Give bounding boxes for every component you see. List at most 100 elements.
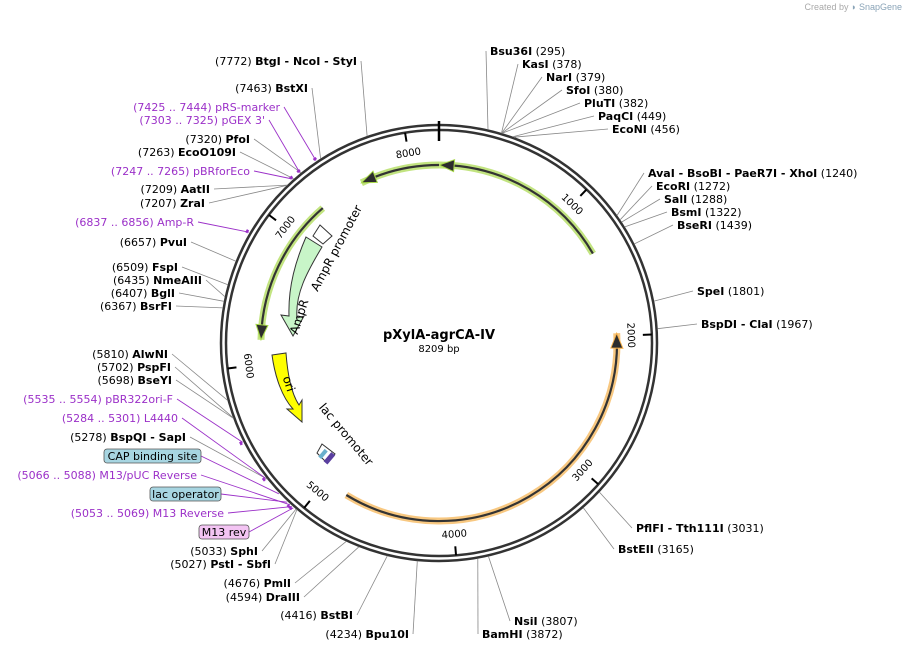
enzyme-site-label: SalI (1288) (664, 193, 727, 206)
enzyme-name: BspDI - ClaI (701, 318, 773, 331)
enzyme-name: PluTI (584, 97, 615, 110)
enzyme-name: PflFI - Tth111I (636, 522, 724, 535)
enzyme-site-label: (7320) PfoI (185, 133, 250, 146)
enzyme-name: AvaI - BsoBI - PaeR7I - XhoI (648, 167, 817, 180)
site-position: (380) (590, 84, 623, 97)
site-leader-line (654, 291, 693, 301)
enzyme-site-label: (4234) Bpu10I (325, 628, 409, 641)
enzyme-name: NmeAIII (153, 274, 202, 287)
site-position: (6367) (100, 300, 140, 313)
site-position: (5810) (92, 348, 132, 361)
enzyme-name: EcoRI (656, 180, 690, 193)
site-position: (3872) (523, 628, 563, 641)
enzyme-site-label: PaqCI (449) (598, 110, 666, 123)
site-leader-line (190, 437, 268, 479)
enzyme-name: Bsu36I (490, 45, 532, 58)
site-position: (6407) (111, 287, 151, 300)
site-leader-line (622, 199, 660, 222)
enzyme-site-label: NarI (379) (546, 71, 605, 84)
site-position: (4234) (325, 628, 365, 641)
site-position: (7207) (140, 197, 180, 210)
site-leader-line (502, 103, 580, 133)
enzyme-name: BsmI (671, 206, 702, 219)
box-leader-line (249, 508, 293, 532)
enzyme-name: ZraI (180, 197, 205, 210)
enzyme-name: PstI - SbfI (210, 558, 271, 571)
enzyme-site-label: (5033) SphI (190, 545, 258, 558)
enzyme-site-label: (6367) BsrFI (100, 300, 172, 313)
feature-arrowhead (361, 171, 377, 183)
site-position: (4676) (224, 577, 264, 590)
enzyme-name: PspFI (137, 361, 171, 374)
site-position: (382) (615, 97, 648, 110)
site-leader-line (583, 508, 614, 549)
enzyme-site-label: BsmI (1322) (671, 206, 742, 219)
enzyme-site-label: (6435) NmeAIII (113, 274, 202, 287)
site-leader-line (304, 547, 359, 597)
enzyme-name: PaqCI (598, 110, 633, 123)
enzyme-site-label: (4416) BstBI (280, 609, 353, 622)
site-position: (5278) (70, 431, 110, 444)
site-leader-line (634, 225, 673, 244)
enzyme-site-label: (7772) BtgI - NcoI - StyI (215, 55, 357, 68)
site-position: (3807) (538, 615, 578, 628)
site-position: (5702) (97, 361, 137, 374)
tick-mark (304, 501, 310, 508)
enzyme-site-label: (5810) AlwNI (92, 348, 168, 361)
site-leader-line (176, 306, 223, 308)
plasmid-name: pXylA-agrCA-IV (383, 328, 495, 343)
enzyme-name: DraIII (266, 591, 300, 604)
credit-brand: SnapGene (859, 2, 902, 12)
site-position: (3165) (654, 543, 694, 556)
site-leader-line (295, 541, 346, 583)
ampr-promoter-arrow (313, 225, 332, 244)
site-position: (378) (549, 58, 582, 71)
tick-mark (269, 215, 276, 220)
site-leader-line (312, 88, 321, 159)
tick-mark (592, 478, 599, 484)
enzyme-name: NsiI (514, 615, 538, 628)
feature-arc-halo (346, 333, 617, 521)
primer-leader-line (284, 107, 316, 161)
primer-binding-mark (240, 442, 242, 445)
primer-leader-line (269, 120, 300, 173)
enzyme-site-label: (5278) BspQI - SapI (70, 431, 186, 444)
site-position: (7209) (141, 183, 181, 196)
site-position: (449) (633, 110, 666, 123)
enzyme-name: BamHI (482, 628, 523, 641)
tick-mark (455, 546, 456, 555)
site-leader-line (179, 293, 224, 301)
enzyme-name: BtgI - NcoI - StyI (255, 55, 357, 68)
primer-label: (7247 .. 7265) pBRforEco (111, 165, 250, 178)
site-position: (1322) (702, 206, 742, 219)
plasmid-size: 8209 bp (418, 344, 459, 355)
site-leader-line (625, 212, 667, 227)
tick-label: 2000 (624, 322, 636, 348)
primer-label: (5535 .. 5554) pBR322ori-F (23, 393, 173, 406)
site-position: (1272) (690, 180, 730, 193)
enzyme-site-label: BseRI (1439) (677, 219, 752, 232)
backbone-inner-ring (226, 130, 652, 556)
primer-leader-line (198, 222, 249, 232)
enzyme-site-label: BspDI - ClaI (1967) (701, 318, 813, 331)
site-position: (4594) (226, 591, 266, 604)
site-position: (6509) (112, 261, 152, 274)
enzyme-site-label: KasI (378) (522, 58, 582, 71)
site-position: (6657) (120, 236, 160, 249)
site-position: (7463) (235, 82, 275, 95)
feature-arrowhead (439, 160, 455, 172)
enzyme-site-label: BamHI (3872) (482, 628, 563, 641)
site-position: (1967) (773, 318, 813, 331)
enzyme-site-label: (5698) BseYI (97, 374, 172, 387)
backbone-outer-ring (221, 125, 657, 561)
tick-label: 8000 (395, 146, 422, 161)
site-leader-line (361, 61, 367, 136)
primer-label: (7425 .. 7444) pRS-marker (133, 101, 280, 114)
enzyme-name: AatII (181, 183, 210, 196)
feature-arrowhead (611, 333, 623, 348)
enzyme-site-label: (7463) BstXI (235, 82, 308, 95)
site-position: (1240) (817, 167, 857, 180)
enzyme-site-label: (5027) PstI - SbfI (170, 558, 271, 571)
primer-label: (5284 .. 5301) L4440 (62, 412, 178, 425)
snapgene-logo-icon: ◗ (851, 2, 856, 12)
